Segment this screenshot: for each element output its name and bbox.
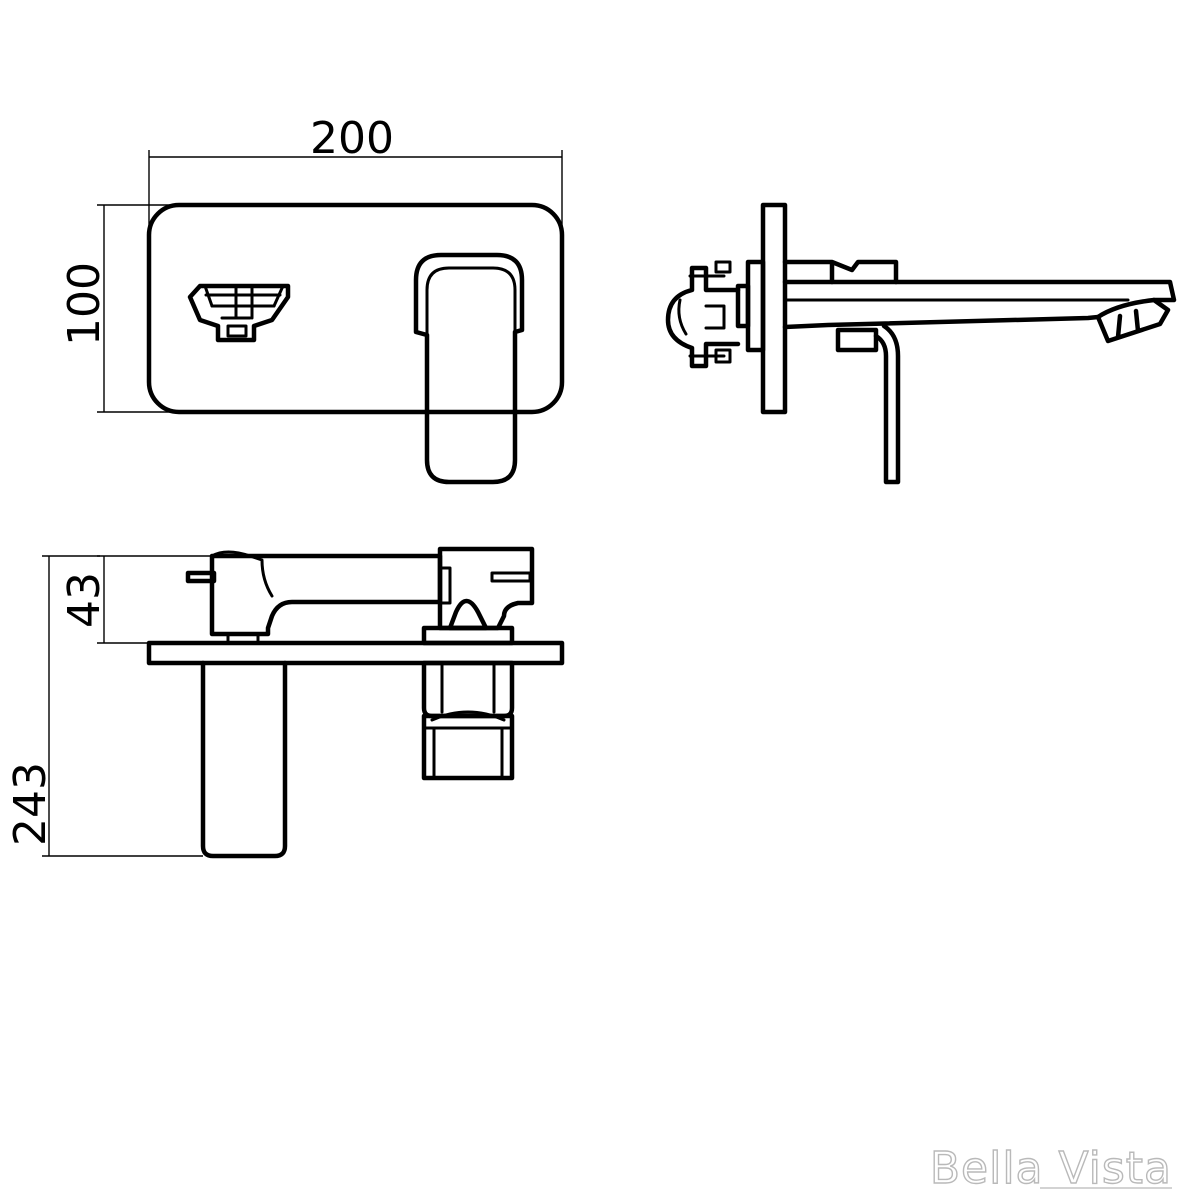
front-lever-handle-face	[425, 266, 517, 337]
side-spout	[782, 279, 1177, 330]
brand-watermark: Bella Vista	[929, 1142, 1172, 1195]
plan-lever-handle	[209, 553, 443, 637]
plan-wall-plate	[146, 640, 565, 666]
front-lever-handle	[413, 252, 525, 485]
dimension-width-label: 200	[310, 113, 394, 164]
side-aerator	[1095, 297, 1171, 344]
front-dimensions: 200 100	[59, 113, 563, 413]
side-rear-fitting	[665, 260, 741, 369]
dimension-height-label: 100	[59, 262, 110, 346]
side-wall-plate	[760, 202, 788, 415]
plan-dimensions: 43 243	[5, 555, 212, 857]
plan-view	[146, 546, 565, 859]
brand-name: Bella Vista	[930, 1143, 1172, 1194]
dimension-spout-label: 243	[5, 762, 56, 846]
front-outlet-fitting	[187, 283, 291, 343]
plan-valve-body	[421, 625, 515, 781]
plan-lever-block	[437, 546, 535, 631]
plan-spout	[200, 660, 288, 859]
side-lever-handle	[873, 323, 901, 485]
front-wall-plate	[146, 202, 565, 415]
front-view	[146, 202, 565, 485]
side-view	[665, 202, 1177, 485]
side-lever-top	[782, 259, 899, 285]
dimension-handle-label: 43	[59, 572, 110, 628]
